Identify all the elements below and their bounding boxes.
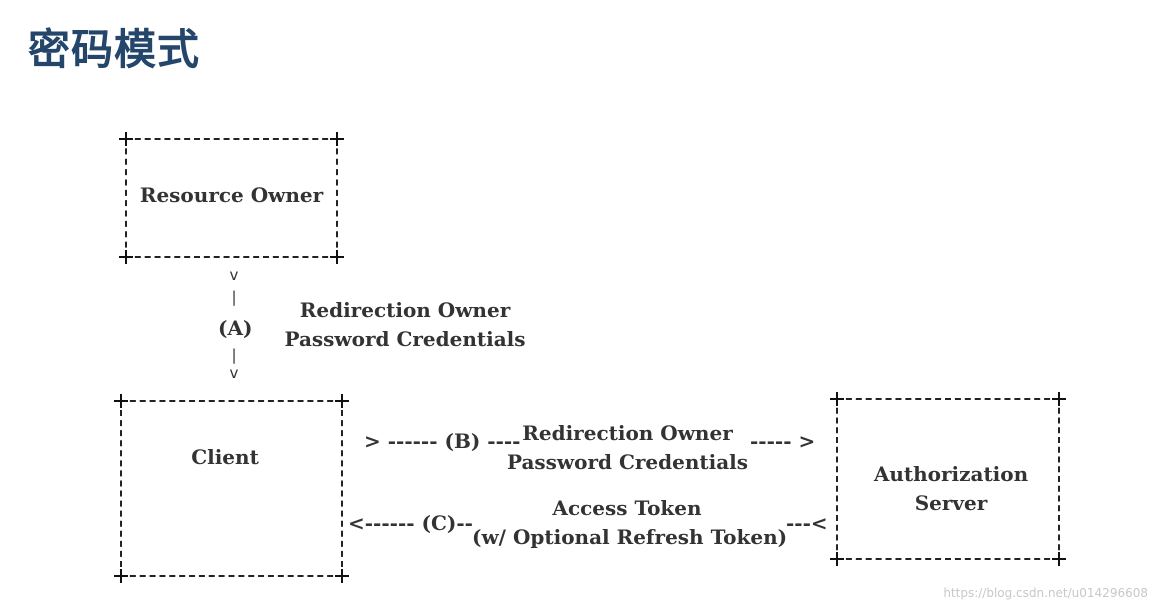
flow-a-line-lower: | [231,346,237,364]
authorization-server-box [830,392,1066,566]
flow-b-arrow-left: > ------ (B) ---- [364,429,521,453]
flow-a-caption-line-2: Password Credentials [284,327,526,351]
flow-b-caption: Redirection Owner Password Credentials [505,419,750,477]
flow-c-arrow-right: ---< [786,511,828,535]
flow-a-caption-line-1: Redirection Owner [299,298,511,322]
corner-mark [335,569,349,583]
watermark: https://blog.csdn.net/u014296608 [943,586,1148,600]
authorization-server-line-2: Server [914,491,988,515]
authorization-server-line-1: Authorization [873,462,1029,486]
flow-a-caption: Redirection Owner Password Credentials [280,296,530,354]
flow-c-arrow-left: <------ (C)-- [348,511,473,535]
corner-mark [114,394,128,408]
corner-mark [335,394,349,408]
page-title: 密码模式 [28,25,201,74]
flow-c-caption-line-2: (w/ Optional Refresh Token) [472,525,788,549]
flow-a-label: (A) [218,316,253,340]
resource-owner-box [119,132,344,264]
flow-b-arrow-right: ----- > [750,429,816,453]
flow-c-caption: Access Token (w/ Optional Refresh Token) [472,494,788,552]
flow-b-caption-line-1: Redirection Owner [522,421,733,445]
flow-a-line-upper: | [231,288,237,306]
corner-mark [114,569,128,583]
flow-c-caption-line-1: Access Token [552,496,702,520]
corner-mark [1052,392,1066,406]
corner-mark [1052,552,1066,566]
flow-a-arrowhead-top: v [229,266,239,284]
resource-owner-label: Resource Owner [139,183,324,207]
corner-mark [330,132,344,146]
corner-mark [119,250,133,264]
corner-mark [830,552,844,566]
corner-mark [830,392,844,406]
client-box [114,394,349,583]
corner-mark [119,132,133,146]
flow-a-arrowhead-bottom: v [229,364,239,382]
client-label: Client [191,445,259,469]
authorization-server-label: Authorization Server [836,460,1066,518]
flow-b-caption-line-2: Password Credentials [506,450,749,474]
corner-mark [330,250,344,264]
